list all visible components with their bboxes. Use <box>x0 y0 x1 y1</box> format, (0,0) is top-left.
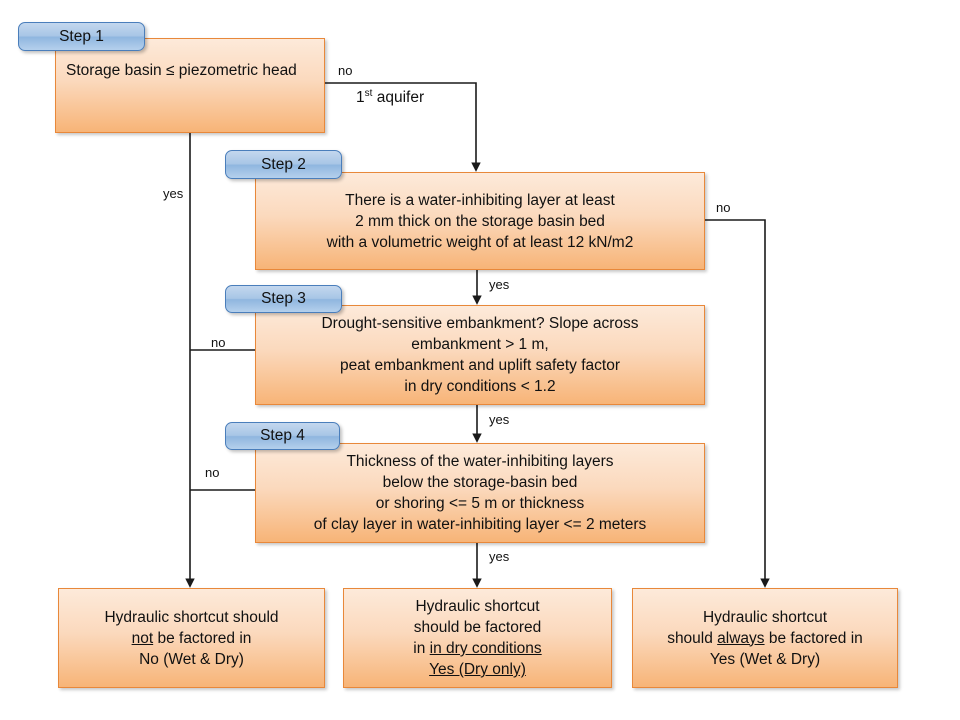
step-tab-3-label: Step 3 <box>261 290 306 307</box>
node-step4-line-2: or shoring <= 5 m or thickness <box>375 495 585 512</box>
underline-always: always <box>717 629 765 647</box>
node-step2-line-1: 2 mm thick on the storage basin bed <box>355 212 605 230</box>
node-step2-text: There is a water-inhibiting layer at lea… <box>256 190 704 253</box>
step-tab-2-label: Step 2 <box>261 155 306 173</box>
edge-label-step1-yes: yes <box>163 186 184 201</box>
outcome-not-factored-line-1: not be factored in <box>131 629 252 647</box>
node-step3-line-1: embankment > 1 m, <box>411 336 549 353</box>
node-step4-line-0: Thickness of the water-inhibiting layers <box>346 453 614 470</box>
node-step2-line-2: with a volumetric weight of at least 12 … <box>326 233 634 251</box>
outcome-dry-only-line-3: Yes (Dry only) <box>352 659 603 680</box>
underline-in-dry-conditions: in dry conditions <box>429 640 542 657</box>
edge-label-step2-no: no <box>716 200 731 215</box>
outcome-not-factored-line-0: Hydraulic shortcut should <box>104 608 279 626</box>
edge-label-first-aquifer: 1st aquifer <box>356 88 425 107</box>
outcome-not-factored-text: Hydraulic shortcut should not be factore… <box>59 607 324 670</box>
step-tab-3[interactable]: Step 3 <box>225 285 342 313</box>
outcome-not-factored-line-2: No (Wet & Dry) <box>139 650 244 668</box>
node-step1-text: Storage basin ≤ piezometric head <box>56 39 324 81</box>
node-step2-question[interactable]: There is a water-inhibiting layer at lea… <box>255 172 705 270</box>
node-step4-line-1: below the storage-basin bed <box>382 474 578 491</box>
node-step4-question[interactable]: Thickness of the water-inhibiting layers… <box>255 443 705 543</box>
outcome-always-factored-line-1: should always be factored in <box>667 629 863 647</box>
edge-label-step2-yes: yes <box>489 277 510 292</box>
outcome-always-factored-line-2: Yes (Wet & Dry) <box>709 650 821 668</box>
edge-label-step1-no: no <box>338 63 353 78</box>
outcome-dry-only-line-0: Hydraulic shortcut <box>415 598 540 615</box>
outcome-not-factored[interactable]: Hydraulic shortcut should not be factore… <box>58 588 325 688</box>
node-step3-line-0: Drought-sensitive embankment? Slope acro… <box>321 315 639 332</box>
node-step3-question[interactable]: Drought-sensitive embankment? Slope acro… <box>255 305 705 405</box>
outcome-always-factored[interactable]: Hydraulic shortcut should always be fact… <box>632 588 898 688</box>
node-step3-line-2: peat embankment and uplift safety factor <box>339 357 621 374</box>
outcome-dry-only-line-2: in in dry conditions <box>413 640 542 657</box>
node-step4-text: Thickness of the water-inhibiting layers… <box>256 451 704 535</box>
node-step1-question[interactable]: Storage basin ≤ piezometric head <box>55 38 325 133</box>
edge-step2-no <box>705 219 770 588</box>
node-step2-line-0: There is a water-inhibiting layer at lea… <box>345 191 615 209</box>
outcome-always-factored-text: Hydraulic shortcut should always be fact… <box>633 607 897 670</box>
outcome-dry-only[interactable]: Hydraulic shortcut should be factored in… <box>343 588 612 688</box>
underline-yes-dry-only: Yes (Dry only) <box>429 661 526 678</box>
step-tab-4[interactable]: Step 4 <box>225 422 340 450</box>
step-tab-2[interactable]: Step 2 <box>225 150 342 179</box>
underline-not: not <box>131 629 154 647</box>
node-step3-line-3: in dry conditions < 1.2 <box>404 378 556 395</box>
outcome-dry-only-text: Hydraulic shortcut should be factored in… <box>344 596 611 680</box>
edge-label-step4-no: no <box>205 465 220 480</box>
outcome-always-factored-line-0: Hydraulic shortcut <box>702 608 828 626</box>
outcome-dry-only-line-1: should be factored <box>413 619 542 636</box>
node-step1-line-0: Storage basin ≤ piezometric head <box>66 62 297 79</box>
step-tab-1[interactable]: Step 1 <box>18 22 145 51</box>
node-step3-text: Drought-sensitive embankment? Slope acro… <box>256 313 704 397</box>
node-step4-line-3: of clay layer in water-inhibiting layer … <box>313 516 647 533</box>
step-tab-1-label: Step 1 <box>59 27 104 45</box>
edge-label-step3-no: no <box>211 335 226 350</box>
edge-label-step4-yes: yes <box>489 549 510 564</box>
edge-label-step3-yes: yes <box>489 412 510 427</box>
step-tab-4-label: Step 4 <box>260 427 305 444</box>
